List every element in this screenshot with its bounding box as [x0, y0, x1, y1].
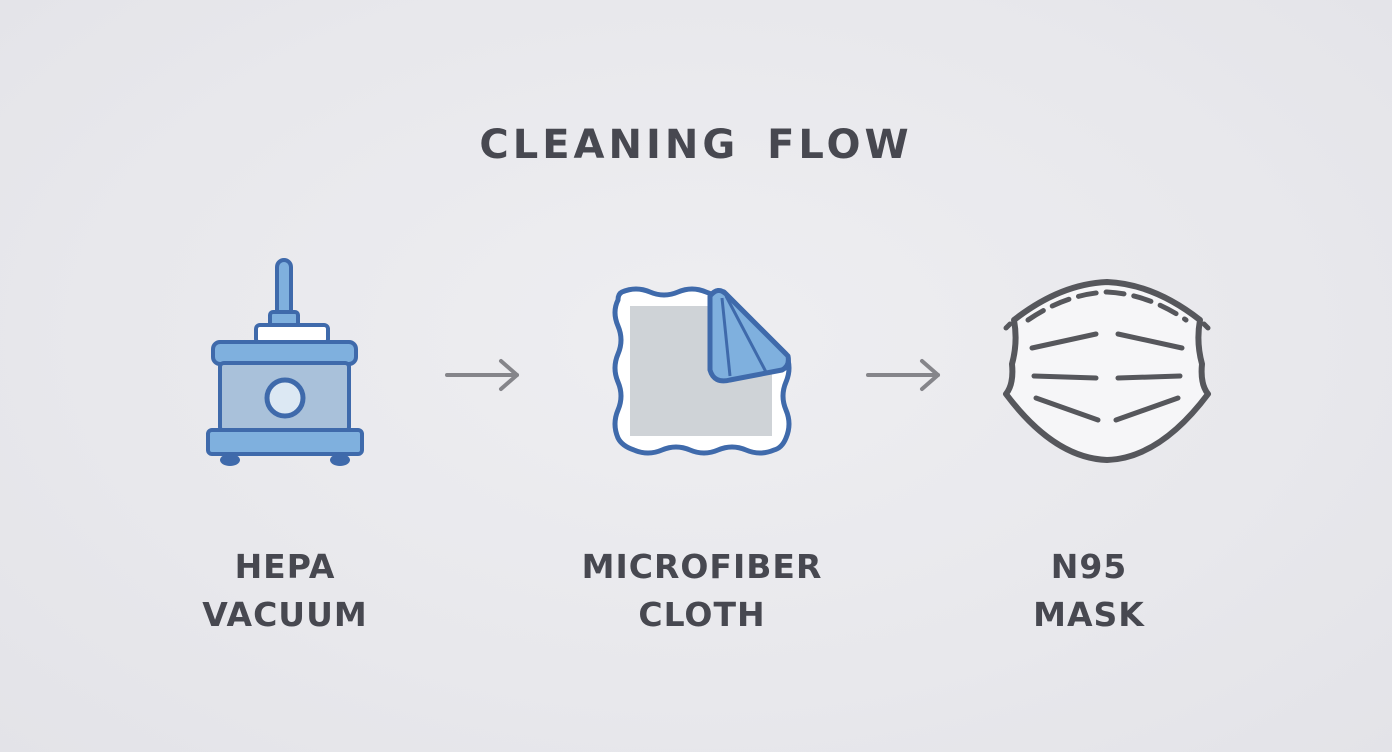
step-label-n95-mask: N95 MASK — [909, 543, 1269, 639]
hepa-vacuum-icon — [206, 258, 364, 466]
step-label-line: N95 — [1050, 547, 1128, 586]
step-label-line: VACUUM — [202, 595, 368, 634]
step-label-line: CLOTH — [638, 595, 766, 634]
microfiber-cloth-icon — [612, 286, 792, 456]
step-label-line: MICROFIBER — [581, 547, 823, 586]
step-label-microfiber-cloth: MICROFIBER CLOTH — [522, 543, 882, 639]
step-label-line: MASK — [1033, 595, 1145, 634]
step-label-hepa-vacuum: HEPA VACUUM — [105, 543, 465, 639]
n95-mask-icon — [1003, 279, 1211, 463]
diagram-title: CLEANING FLOW — [479, 122, 913, 168]
arrow-icon — [866, 359, 940, 391]
step-label-line: HEPA — [234, 547, 336, 586]
arrow-icon — [445, 359, 519, 391]
